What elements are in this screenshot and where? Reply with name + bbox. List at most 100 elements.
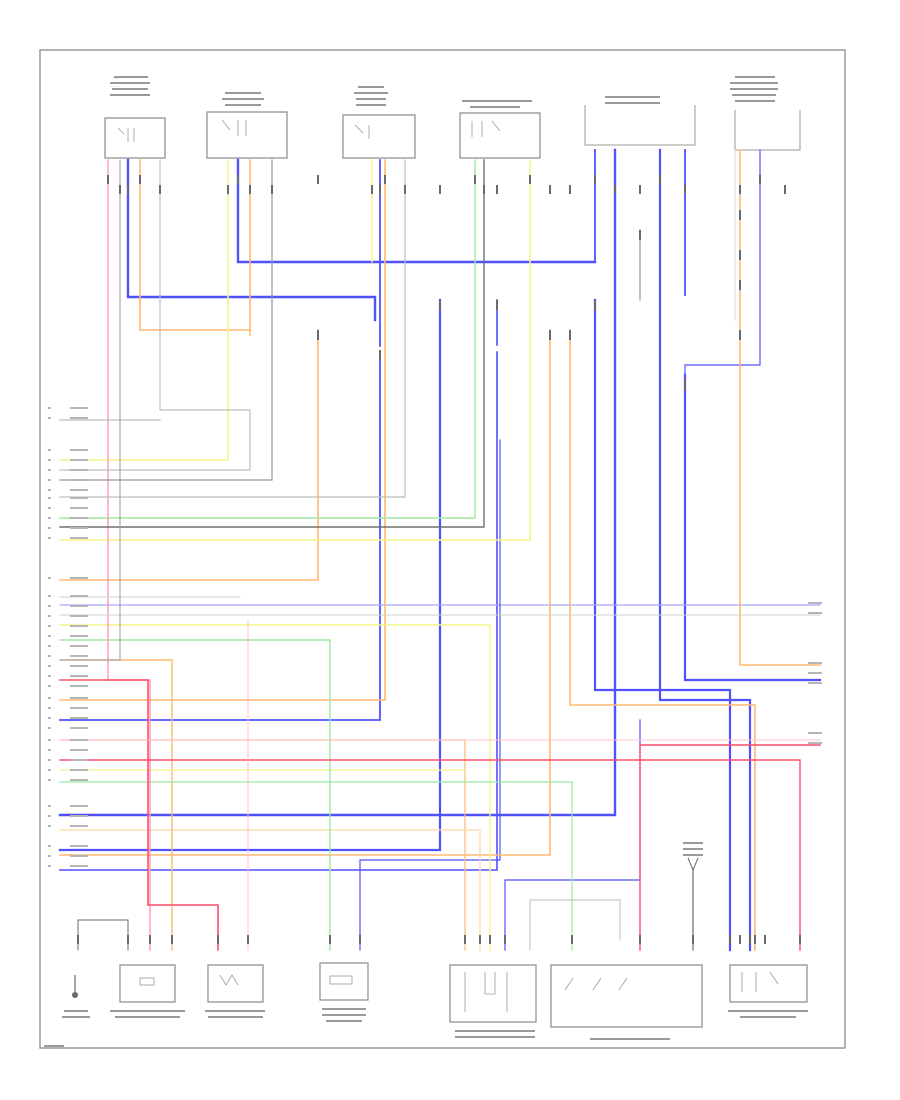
connector-pin: [317, 175, 319, 184]
component-bottom-1: [110, 964, 185, 1018]
wire-code-label: [70, 469, 88, 471]
wire-code-label: [808, 662, 822, 664]
connector-pin: [799, 935, 801, 944]
wire-code-label: [808, 612, 822, 614]
connector-pin: [439, 300, 441, 310]
connector-pin: [379, 185, 381, 194]
connector-pin: [359, 935, 361, 944]
pin-number-label: [48, 759, 51, 761]
connector-pin: [439, 185, 441, 194]
pin-number-label: [48, 727, 51, 729]
pin-number-label: [48, 655, 51, 657]
pin-number-label: [48, 749, 51, 751]
pin-number-label: [48, 517, 51, 519]
wire-code-label: [70, 825, 88, 827]
connector-pin: [119, 185, 121, 194]
wire-harness: [58, 148, 822, 952]
pin-number-label: [48, 779, 51, 781]
connector-pin: [754, 935, 756, 944]
wire-code-label: [808, 672, 822, 674]
switch-icon: [564, 977, 628, 991]
header-text-marks: [110, 76, 778, 108]
pin-number-label: [48, 537, 51, 539]
connector-pin: [483, 185, 485, 194]
footer-code: [44, 1045, 64, 1047]
connector-pin: [379, 350, 381, 360]
connector-pin: [549, 185, 551, 194]
connector-pin: [149, 935, 151, 944]
wire-code-label: [808, 732, 822, 734]
connector-pin: [77, 935, 79, 944]
pin-number-label: [48, 605, 51, 607]
connector-pin: [784, 185, 786, 194]
wire-code-label: [808, 682, 822, 684]
pin-number-label: [48, 645, 51, 647]
connector-pin: [496, 185, 498, 194]
connector-pin: [504, 935, 506, 944]
connector-pin: [271, 185, 273, 194]
component-top-2: [206, 111, 288, 159]
connector-pin: [404, 185, 406, 194]
pin-number-label: [48, 469, 51, 471]
wire-code-label: [70, 417, 88, 419]
connector-pin: [217, 935, 219, 944]
connector-pin: [227, 185, 229, 194]
connector-pin: [639, 185, 641, 194]
pin-number-label: [48, 685, 51, 687]
component-top-1: · · · · · · ·: [104, 76, 166, 159]
pin-number-label: [48, 527, 51, 529]
wire-code-label: [70, 675, 88, 677]
wire-code-label: [70, 537, 88, 539]
pin-number-label: [48, 407, 51, 409]
connector-pin: [729, 935, 731, 944]
pin-number-label: [48, 769, 51, 771]
component-antenna: [683, 842, 703, 872]
coil-icon: [139, 977, 155, 986]
svg-text:· · ·: · · ·: [112, 76, 118, 81]
pin-number-label: [48, 449, 51, 451]
wire-code-label: [70, 779, 88, 781]
wire-code-label: [70, 489, 88, 491]
connector-pin: [739, 210, 741, 220]
component-bottom-5: [550, 964, 703, 1040]
pin-number-label: [48, 459, 51, 461]
wire-code-label: [70, 615, 88, 617]
wire-code-label: [70, 805, 88, 807]
wire-code-label: [70, 655, 88, 657]
pin-number-label: [48, 739, 51, 741]
connector-pin: [237, 175, 239, 184]
connector-pin: [739, 185, 741, 194]
pin-number-label: [48, 815, 51, 817]
wire-code-label: [70, 727, 88, 729]
connector-pin: [249, 185, 251, 194]
wire-code-label: [70, 605, 88, 607]
wire-code-label: [70, 685, 88, 687]
pin-number-label: [48, 825, 51, 827]
connector-pin: [759, 175, 761, 184]
wire-code-label: [70, 625, 88, 627]
wire-code-label: [70, 497, 88, 499]
connector-pin: [764, 935, 766, 944]
wire-code-label: [70, 517, 88, 519]
pin-number-label: [48, 707, 51, 709]
pin-number-label: [48, 845, 51, 847]
component-bottom-6: [728, 964, 808, 1018]
connector-pin: [171, 935, 173, 944]
connector-pin: [739, 935, 741, 944]
wire-code-label: [70, 697, 88, 699]
component-top-3: [342, 114, 416, 159]
wire-code-label: [70, 815, 88, 817]
component-top-6: [734, 110, 801, 151]
pin-number-label: [48, 577, 51, 579]
pin-number-label: [48, 805, 51, 807]
wire-code-label: [70, 845, 88, 847]
component-bottom-3: [319, 962, 369, 1022]
pin-number-label: [48, 855, 51, 857]
connector-pin: [684, 185, 686, 194]
connector-pin: [317, 330, 319, 340]
pin-number-label: [48, 635, 51, 637]
svg-text:· · · ·: · · · ·: [110, 84, 119, 89]
ground-point: [62, 975, 90, 1018]
pin-number-label: [48, 625, 51, 627]
wire-code-label: [70, 635, 88, 637]
